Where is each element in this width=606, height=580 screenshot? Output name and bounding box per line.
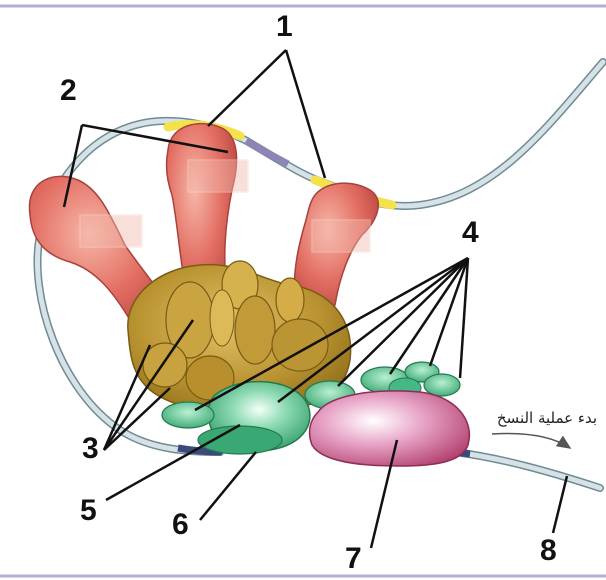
label-3: 3: [82, 432, 99, 465]
label-4: 4: [462, 216, 479, 249]
rna-polymerase: [310, 391, 470, 466]
label-box-middle: [188, 160, 248, 192]
label-box-left: [80, 215, 142, 247]
transcription-caption: بدء عملية النسخ: [497, 409, 597, 427]
label-7: 7: [345, 542, 362, 575]
label-box-right: [312, 220, 370, 252]
transcription-arrow: [492, 434, 570, 448]
label-6: 6: [172, 508, 189, 541]
label-1: 1: [276, 10, 293, 43]
label-2: 2: [60, 74, 77, 107]
label-8: 8: [540, 534, 557, 567]
label-5: 5: [80, 494, 97, 527]
